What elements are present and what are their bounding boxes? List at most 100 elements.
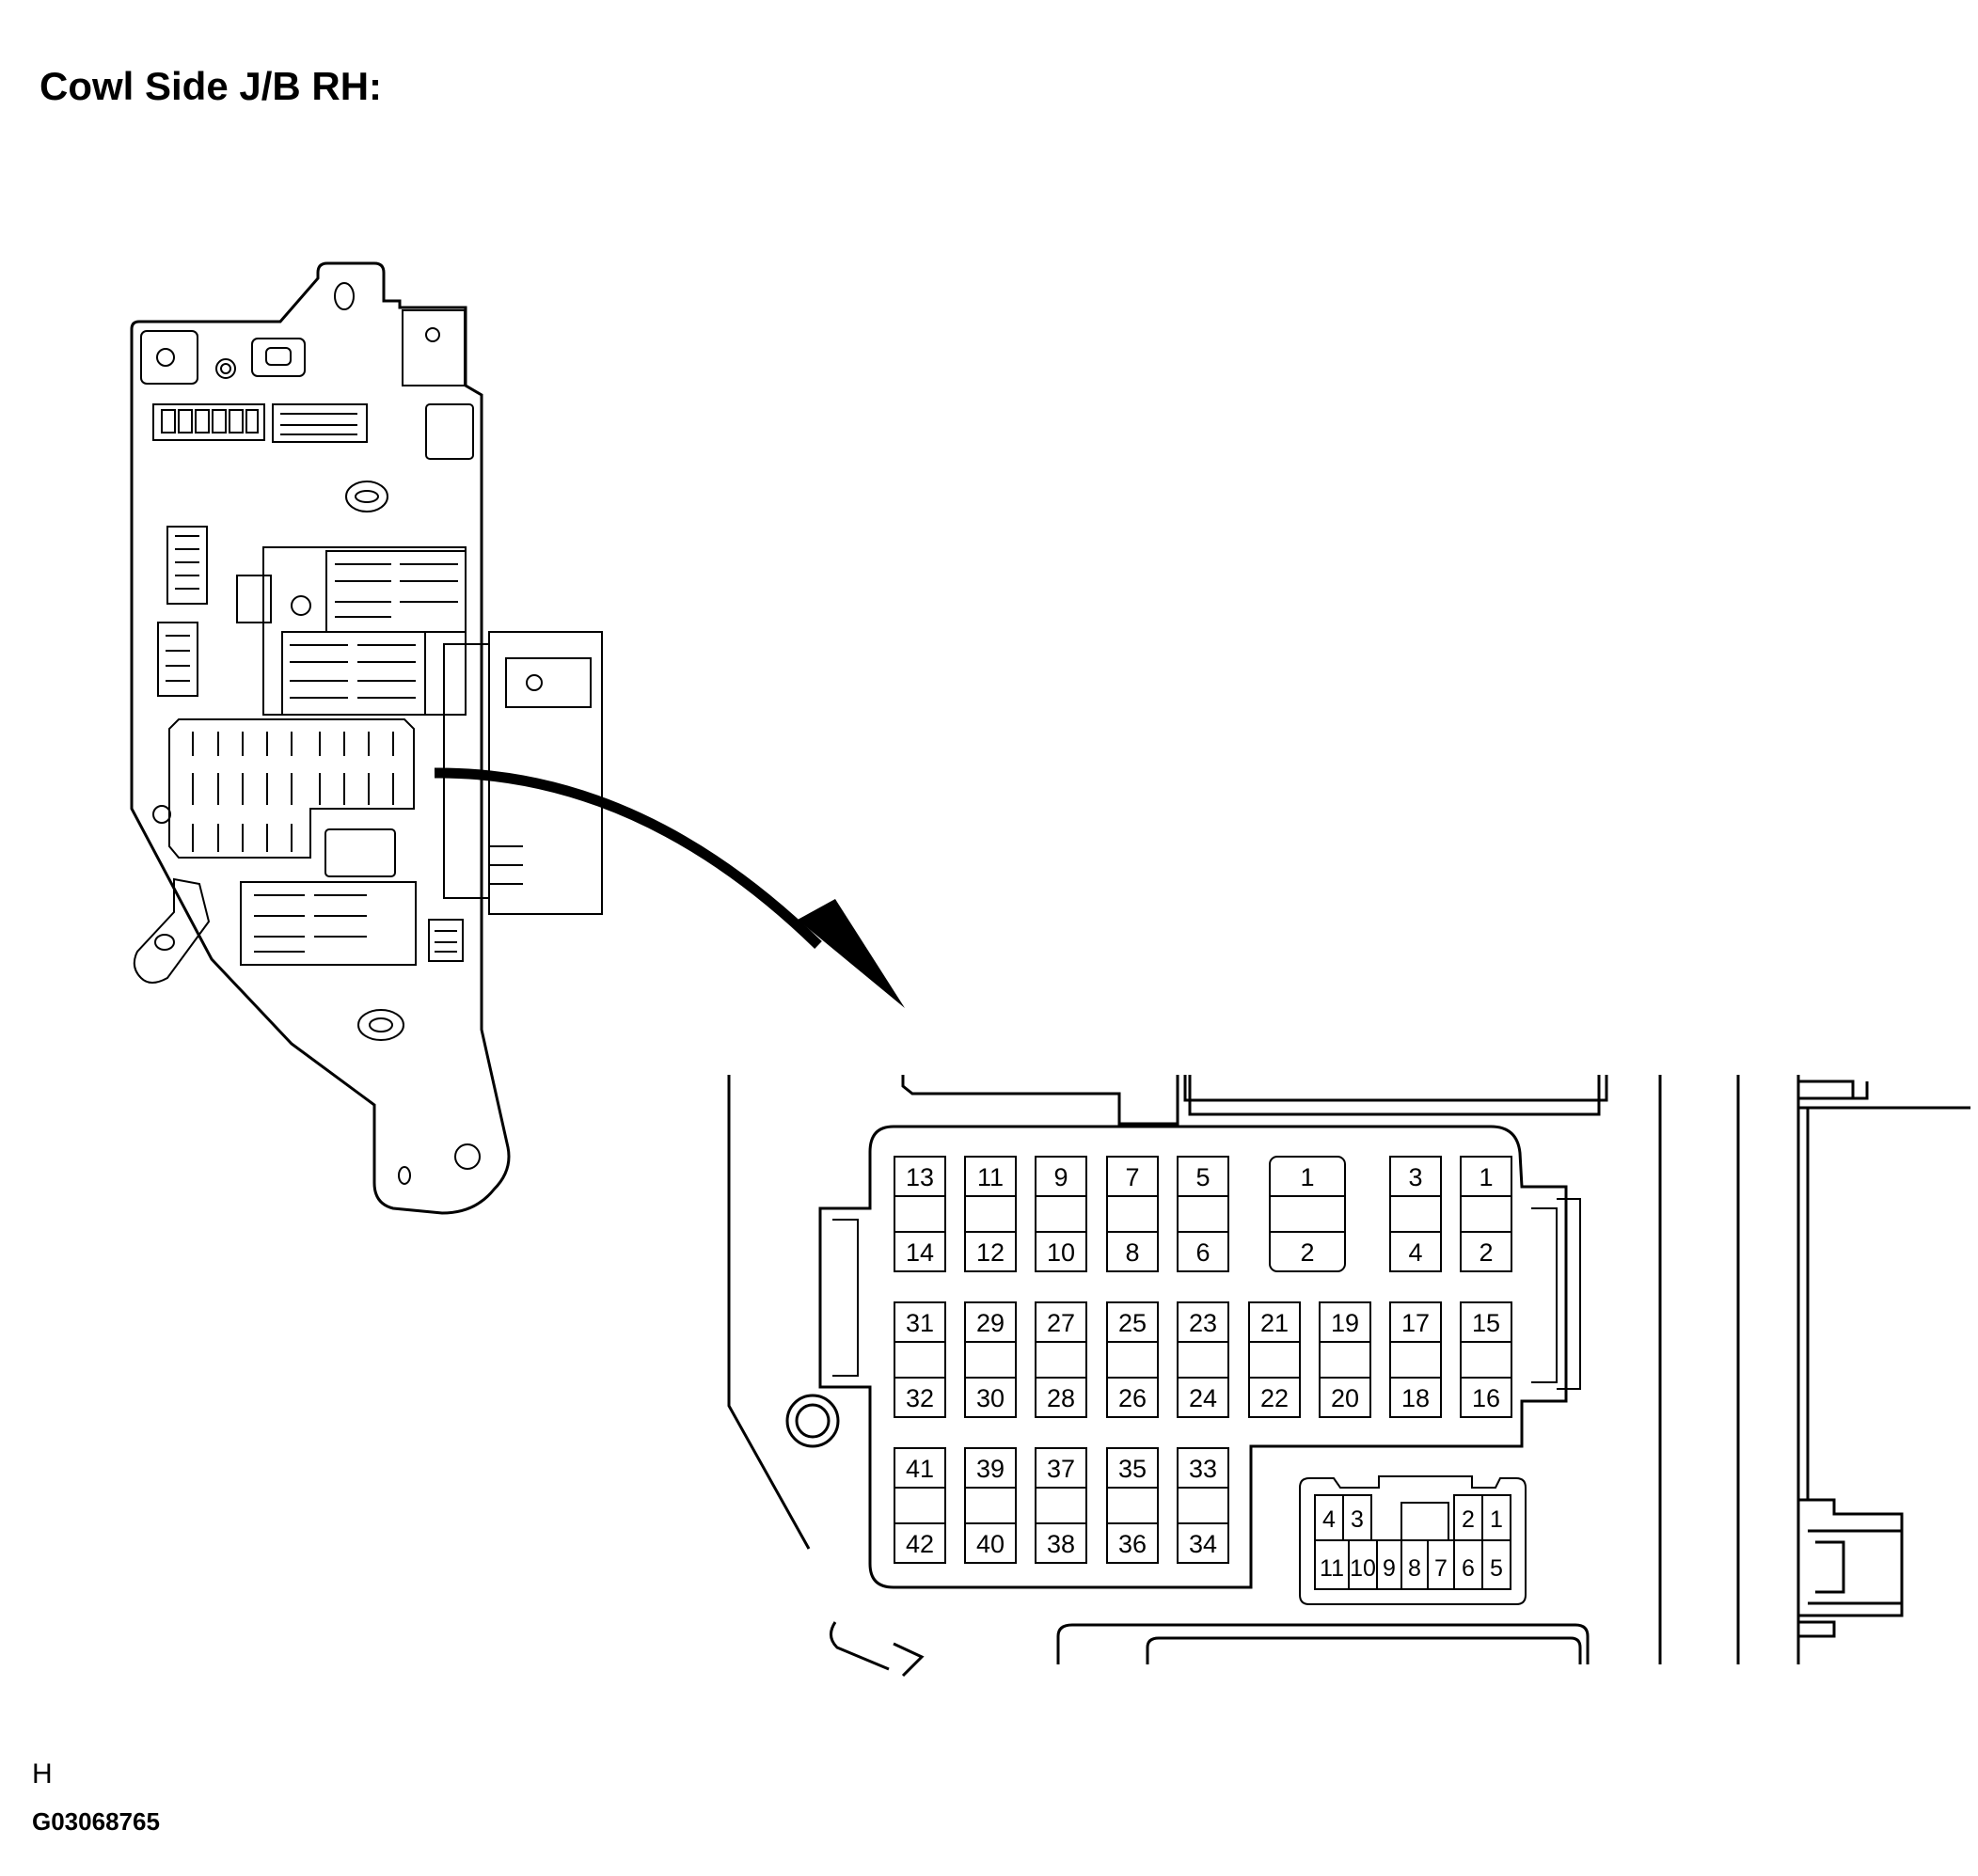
fuse-slot: 12 <box>1269 1156 1346 1272</box>
fuse-terminal-number: 27 <box>1047 1309 1075 1337</box>
fuse-terminal-number: 19 <box>1331 1309 1359 1337</box>
fuse-terminal-number: 15 <box>1472 1309 1500 1337</box>
fuse-terminal-number: 35 <box>1118 1455 1147 1483</box>
fuse-terminal-number: 1 <box>1300 1163 1314 1191</box>
fuse-terminal-number: 2 <box>1479 1238 1493 1267</box>
fuse-slot: 34 <box>1389 1156 1442 1272</box>
fuse-outline <box>1177 1301 1229 1418</box>
fuse-outline <box>1035 1301 1087 1418</box>
fuse-outline <box>1460 1301 1512 1418</box>
fuse-outline <box>1460 1156 1512 1272</box>
fuse-terminal-number: 32 <box>906 1384 934 1412</box>
fuse-outline <box>894 1301 946 1418</box>
fuse-terminal-number: 40 <box>976 1530 1005 1558</box>
fuse-slot: 23 24 <box>1177 1301 1229 1418</box>
fuse-terminal-number: 23 <box>1189 1309 1217 1337</box>
fuse-terminal-number: 2 <box>1300 1238 1314 1267</box>
figure-code: G03068765 <box>32 1807 160 1836</box>
fuse-slot: 39 40 <box>964 1447 1017 1564</box>
fuse-terminal-number: 33 <box>1189 1455 1217 1483</box>
fuse-outline <box>1106 1301 1159 1418</box>
fuse-terminal-number: 10 <box>1047 1238 1075 1267</box>
fuse-terminal-number: 11 <box>977 1163 1004 1191</box>
fuse-terminal-number: 42 <box>906 1530 934 1558</box>
fuse-slot: 27 28 <box>1035 1301 1087 1418</box>
connector-pin-number: 2 <box>1462 1506 1475 1533</box>
fuse-outline <box>1389 1156 1442 1272</box>
fuse-outline <box>1248 1301 1301 1418</box>
connector-pin-number: 4 <box>1322 1506 1336 1533</box>
fuse-terminal-number: 25 <box>1118 1309 1147 1337</box>
fuse-terminal-number: 22 <box>1260 1384 1289 1412</box>
connector-pin-number: 5 <box>1490 1555 1503 1582</box>
fuse-outline <box>1269 1156 1346 1272</box>
fuse-outline <box>1319 1301 1371 1418</box>
footer-letter: H <box>32 1758 53 1789</box>
fuse-outline <box>1389 1301 1442 1418</box>
fuse-outline <box>894 1156 946 1272</box>
fuse-slot: 31 32 <box>894 1301 946 1418</box>
connector-pin-number: 10 <box>1350 1555 1376 1582</box>
connector-pin-number: 7 <box>1434 1555 1448 1582</box>
fuse-slot: 78 <box>1106 1156 1159 1272</box>
fuse-terminal-number: 26 <box>1118 1384 1147 1412</box>
fuse-terminal-number: 9 <box>1053 1163 1068 1191</box>
connector-pin-number: 6 <box>1462 1555 1475 1582</box>
fuse-outline <box>894 1447 946 1564</box>
fuse-terminal-number: 24 <box>1189 1384 1217 1412</box>
fuse-outline <box>964 1156 1017 1272</box>
fuse-outline <box>1035 1156 1087 1272</box>
connector-pin-number: 3 <box>1351 1506 1364 1533</box>
fuse-outline <box>1177 1156 1229 1272</box>
fuse-slot: 12 <box>1460 1156 1512 1272</box>
fuse-outline <box>1106 1156 1159 1272</box>
fuse-slot: 25 26 <box>1106 1301 1159 1418</box>
fuse-slot: 13 14 <box>894 1156 946 1272</box>
fuse-terminal-number: 12 <box>976 1238 1005 1267</box>
fuse-terminal-number: 13 <box>906 1163 934 1191</box>
fuse-terminal-number: 39 <box>976 1455 1005 1483</box>
fuse-slot: 41 42 <box>894 1447 946 1564</box>
fuse-slot: 9 10 <box>1035 1156 1087 1272</box>
fuse-slot: 21 22 <box>1248 1301 1301 1418</box>
fuse-outline <box>1177 1447 1229 1564</box>
fuse-terminal-number: 18 <box>1401 1384 1430 1412</box>
connector-pin-number: 9 <box>1383 1555 1396 1582</box>
fuse-terminal-number: 37 <box>1047 1455 1075 1483</box>
fuse-terminal-number: 30 <box>976 1384 1005 1412</box>
fuse-slot: 11 12 <box>964 1156 1017 1272</box>
fuse-terminal-number: 34 <box>1189 1530 1217 1558</box>
fuse-slot: 37 38 <box>1035 1447 1087 1564</box>
fuse-block-detail: 1314111291078561234123132293027282526232… <box>727 1075 1970 1678</box>
fuse-slot: 33 34 <box>1177 1447 1229 1564</box>
fuse-slot: 56 <box>1177 1156 1229 1272</box>
fuse-array: 1314111291078561234123132293027282526232… <box>894 1156 1512 1564</box>
fuse-terminal-number: 4 <box>1408 1238 1422 1267</box>
pointer-arrow <box>434 767 905 1008</box>
fuse-terminal-number: 14 <box>906 1238 934 1267</box>
fuse-terminal-number: 7 <box>1125 1163 1139 1191</box>
fuse-slot: 29 30 <box>964 1301 1017 1418</box>
fuse-terminal-number: 29 <box>976 1309 1005 1337</box>
fuse-terminal-number: 16 <box>1472 1384 1500 1412</box>
fuse-terminal-number: 6 <box>1195 1238 1210 1267</box>
fuse-terminal-number: 31 <box>906 1309 934 1337</box>
fuse-terminal-number: 1 <box>1479 1163 1493 1191</box>
fuse-terminal-number: 38 <box>1047 1530 1075 1558</box>
fuse-terminal-number: 17 <box>1401 1309 1430 1337</box>
fuse-terminal-number: 41 <box>906 1455 934 1483</box>
fuse-terminal-number: 21 <box>1260 1309 1289 1337</box>
fuse-terminal-number: 28 <box>1047 1384 1075 1412</box>
fuse-outline <box>1106 1447 1159 1564</box>
connector-pin-number: 1 <box>1490 1506 1503 1533</box>
fuse-outline <box>964 1301 1017 1418</box>
connector-pin-number: 11 <box>1320 1555 1344 1582</box>
junction-block-overview <box>130 261 603 1215</box>
fuse-terminal-number: 3 <box>1408 1163 1422 1191</box>
